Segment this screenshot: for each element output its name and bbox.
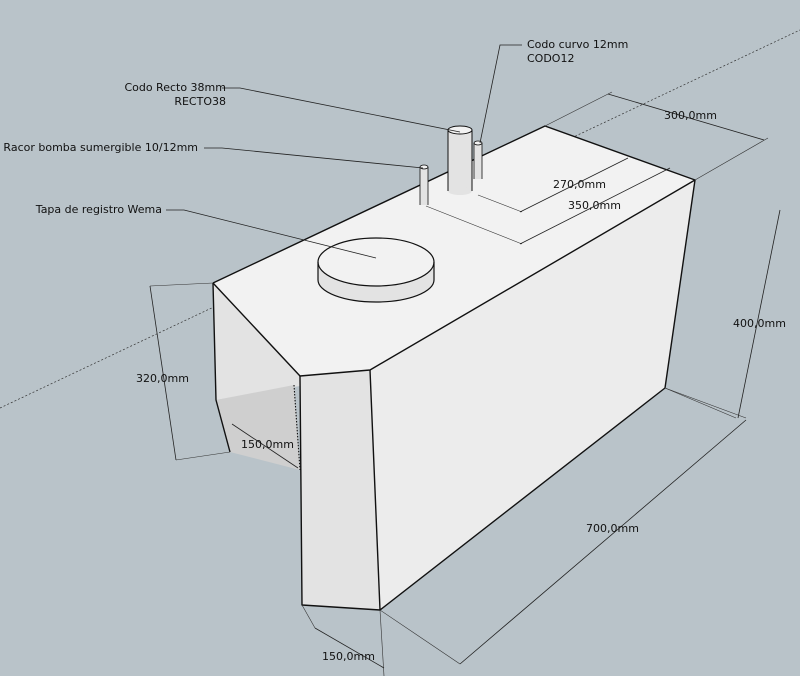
notch-inner-edge xyxy=(293,384,301,471)
dim-label-700: 700,0mm xyxy=(586,522,639,535)
dim-label-150a: 150,0mm xyxy=(241,438,294,451)
tank-right-outline xyxy=(369,179,696,611)
dim-line-400 xyxy=(737,209,781,419)
label-codo-recto-code: RECTO38 xyxy=(174,95,226,108)
codo-recto-pipe xyxy=(447,125,473,195)
leader-racor xyxy=(204,147,424,169)
label-racor: Racor bomba sumergible 10/12mm xyxy=(3,141,198,154)
tank-front-face xyxy=(300,370,380,610)
dim-label-270: 270,0mm xyxy=(553,178,606,191)
dim-line-300 xyxy=(607,93,765,141)
dim-label-400: 400,0mm xyxy=(733,317,786,330)
dim-line-270 xyxy=(519,157,629,213)
leader-tapa xyxy=(166,209,377,259)
leader-codo-curvo xyxy=(479,44,522,144)
label-codo-curvo-code: CODO12 xyxy=(527,52,574,65)
label-codo-recto-name: Codo Recto 38mm xyxy=(124,81,226,94)
dim-line-700 xyxy=(459,419,747,665)
dim-line-350 xyxy=(519,167,671,245)
dim-label-320: 320,0mm xyxy=(136,372,189,385)
dim-label-150b: 150,0mm xyxy=(322,650,375,663)
dim-line-320 xyxy=(149,285,177,461)
dim-label-300: 300,0mm xyxy=(664,109,717,122)
tank-left-upper-face xyxy=(213,283,300,400)
tapa-registro-lid xyxy=(317,237,435,303)
racor-bomba-pipe xyxy=(419,164,429,205)
codo-curvo-pipe xyxy=(473,140,483,179)
label-tapa: Tapa de registro Wema xyxy=(35,203,162,216)
dim-line-150b xyxy=(314,627,385,669)
dim-label-350: 350,0mm xyxy=(568,199,621,212)
axis-guide-line xyxy=(0,29,800,409)
tank-notch-face xyxy=(216,385,300,470)
leader-codo-recto xyxy=(222,87,461,133)
tank-notch-outline xyxy=(212,282,231,453)
tank-top-face xyxy=(213,126,695,376)
dim-line-150a xyxy=(231,423,299,469)
label-codo-curvo-name: Codo curvo 12mm xyxy=(527,38,628,51)
tank-top-outline xyxy=(212,125,696,377)
tank-right-face xyxy=(370,180,695,610)
